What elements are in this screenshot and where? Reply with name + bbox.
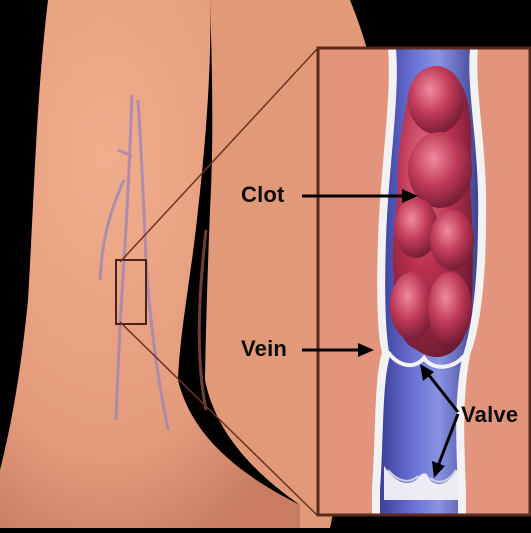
- vein-label: Vein: [241, 336, 287, 362]
- inset-panel: [318, 48, 531, 516]
- valve-label: Valve: [461, 402, 518, 428]
- clot-label: Clot: [241, 182, 285, 208]
